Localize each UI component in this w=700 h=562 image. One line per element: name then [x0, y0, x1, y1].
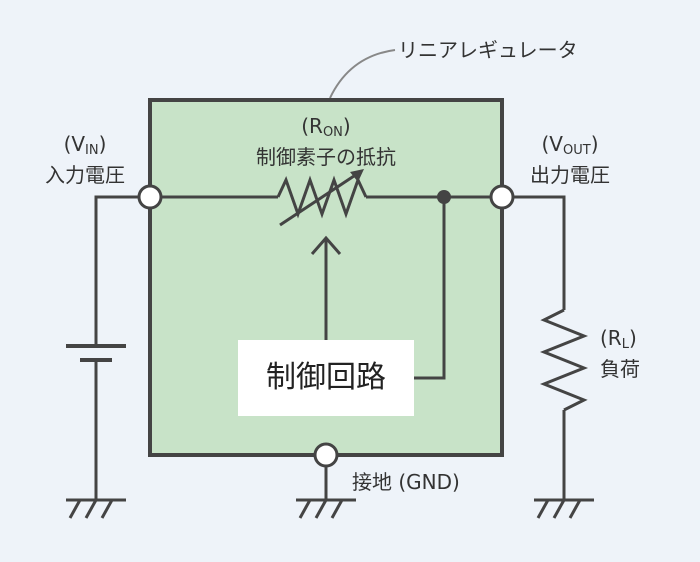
variable-resistor-arrowhead	[350, 169, 364, 182]
ground-symbol-gnd	[296, 498, 356, 519]
vout-terminal	[489, 184, 515, 210]
resistor-symbol: (RON)	[301, 114, 351, 140]
ground-symbol-input	[66, 498, 126, 519]
load-label: (RL) 負荷	[600, 326, 640, 381]
vin-label: (VIN) 入力電圧	[30, 132, 140, 187]
output-wire-top	[502, 195, 566, 310]
control-arrow-head	[310, 235, 342, 255]
control-circuit-box: 制御回路	[238, 340, 414, 416]
resistor-label: (RON) 制御素子の抵抗	[226, 114, 426, 169]
regulator-title: リニアレギュレータ	[398, 38, 578, 62]
load-name: 負荷	[600, 357, 640, 381]
load-resistor	[539, 308, 589, 412]
vout-name: 出力電圧	[530, 163, 610, 187]
ground-label: 接地 (GND)	[352, 470, 460, 494]
feedback-wire	[414, 197, 446, 380]
input-wire-top	[94, 195, 150, 346]
vin-symbol: (VIN)	[63, 132, 107, 158]
ground-symbol-output	[534, 498, 594, 519]
load-symbol: (RL)	[600, 326, 637, 352]
variable-resistor-arrow	[279, 170, 361, 227]
vout-symbol: (VOUT)	[541, 132, 599, 158]
resistor-name: 制御素子の抵抗	[256, 145, 396, 169]
gnd-terminal	[313, 442, 339, 468]
title-callout-line	[329, 49, 396, 99]
variable-resistor	[276, 175, 368, 219]
vin-terminal	[137, 184, 163, 210]
vout-label: (VOUT) 出力電圧	[510, 132, 630, 187]
vin-name: 入力電圧	[45, 163, 125, 187]
